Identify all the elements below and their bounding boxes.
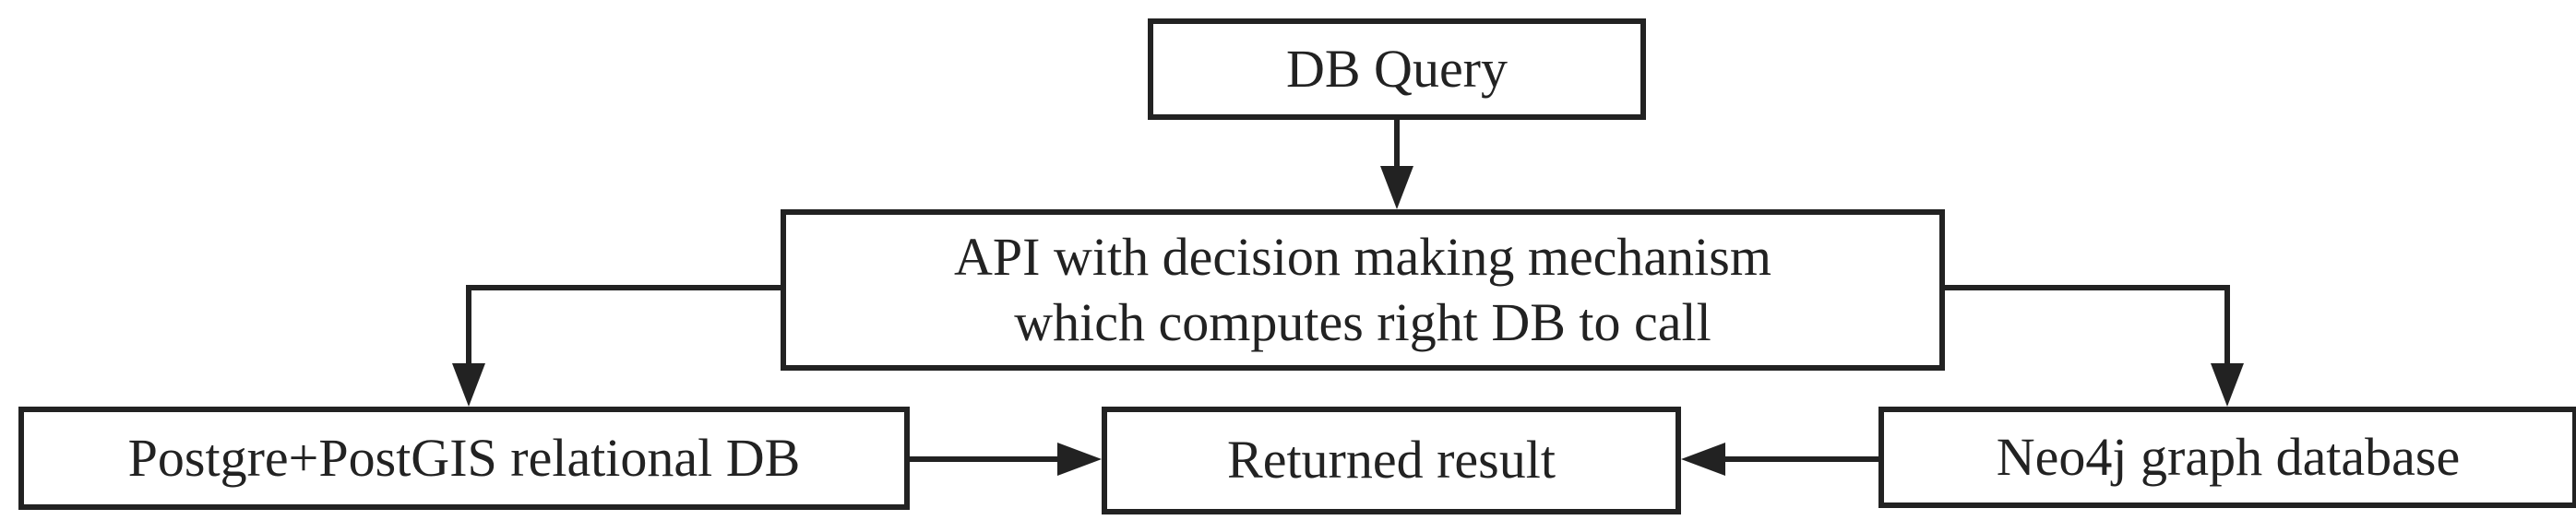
node-api-label-line: which computes right DB to call — [1014, 291, 1711, 352]
node-postgre-postgis: Postgre+PostGIS relational DB — [18, 407, 910, 510]
node-db-query-label: DB Query — [1285, 38, 1508, 99]
node-api-label-line: API with decision making mechanism — [954, 226, 1771, 287]
node-result-label: Returned result — [1227, 430, 1556, 491]
arrowhead-down-icon — [1380, 166, 1413, 209]
arrowhead-down-icon — [452, 363, 485, 407]
node-neo4j-label: Neo4j graph database — [1996, 426, 2461, 487]
arrowhead-right-icon — [1057, 443, 1102, 476]
node-api-label: API with decision making mechanism which… — [954, 225, 1771, 356]
node-api-decision: API with decision making mechanism which… — [781, 209, 1945, 371]
edge-api-to-neo4j — [1945, 285, 2230, 367]
node-db-query: DB Query — [1148, 18, 1646, 120]
node-neo4j: Neo4j graph database — [1878, 407, 2576, 508]
arrowhead-left-icon — [1681, 443, 1725, 476]
node-postgre-label: Postgre+PostGIS relational DB — [127, 427, 801, 488]
arrowhead-down-icon — [2211, 363, 2244, 407]
node-returned-result: Returned result — [1102, 407, 1681, 514]
edge-api-to-postgre — [466, 285, 781, 367]
